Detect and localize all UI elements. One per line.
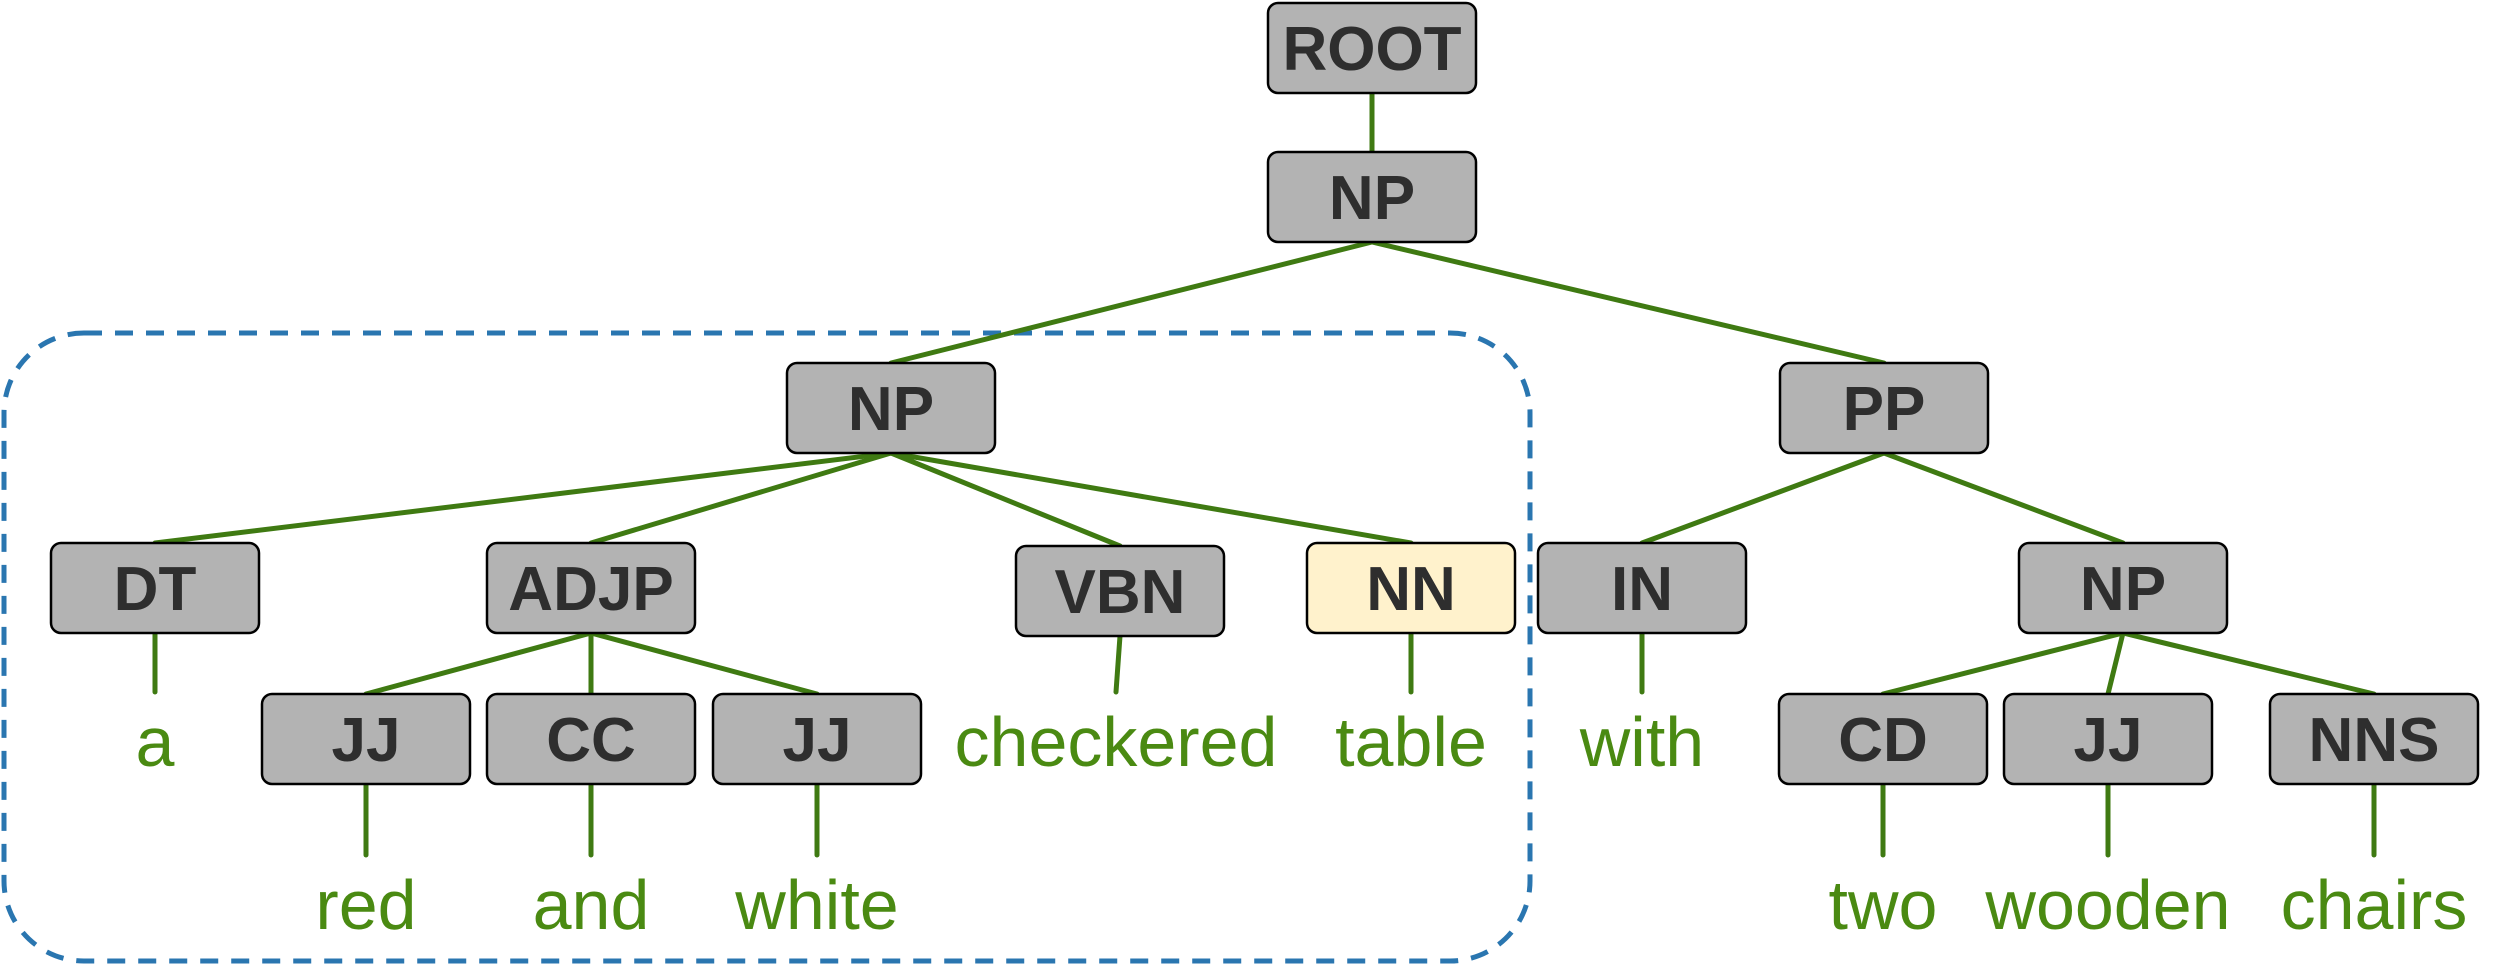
tag-box-pp [1778, 361, 1990, 455]
word-checkered: checkered [955, 703, 1278, 781]
tag-node-in: IN [1536, 541, 1748, 635]
tag-node-jj_white: JJ [711, 692, 923, 786]
edge-np_right-jj_wooden [2105, 630, 2126, 697]
edge-np_left-nn [888, 450, 1414, 546]
tag-label-adjp: ADJP [508, 555, 673, 624]
tag-label-in: IN [1611, 555, 1673, 624]
word-chairs: chairs [2281, 866, 2468, 944]
word-two: two [1829, 866, 1938, 944]
tag-node-nns: NNS [2268, 692, 2480, 786]
tag-box-np_left [785, 361, 997, 455]
tag-node-np_left: NP [785, 361, 997, 455]
tag-label-np_top: NP [1329, 164, 1415, 233]
edge-adjp-jj_red [363, 630, 594, 697]
tag-box-cd [1777, 692, 1989, 786]
edge-np_right-cd [1880, 630, 2126, 697]
tag-label-jj_red: JJ [332, 706, 401, 775]
tag-box-dt [49, 541, 261, 635]
tag-node-jj_wooden: JJ [2002, 692, 2214, 786]
tag-label-cc: CC [546, 706, 636, 775]
tag-node-np_right: NP [2017, 541, 2229, 635]
tag-label-jj_white: JJ [783, 706, 852, 775]
edge-np_top-np_left [888, 239, 1375, 366]
edge-pp-in [1639, 450, 1887, 546]
word-red: red [315, 866, 416, 944]
tag-label-nn: NN [1366, 555, 1456, 624]
tag-node-cc: CC [485, 692, 697, 786]
edge-np_right-nns [2120, 630, 2377, 697]
edge-vbn-w_checkered [1113, 633, 1123, 695]
tree-nodes: ROOT NP NP PP DT ADJP VBN NN IN NP JJ CC JJ CD JJ NNS [49, 1, 2480, 786]
edge-np_left-vbn [888, 450, 1123, 549]
tag-node-cd: CD [1777, 692, 1989, 786]
tag-label-jj_wooden: JJ [2074, 706, 2143, 775]
tag-box-np_right [2017, 541, 2229, 635]
tag-label-pp: PP [1843, 375, 1926, 444]
edge-np_left-adjp [588, 450, 894, 546]
tag-box-root [1266, 1, 1478, 95]
tag-box-vbn [1014, 544, 1226, 638]
word-white: white [734, 866, 898, 944]
np-subtree-outline [1, 330, 1533, 964]
tag-label-dt: DT [114, 555, 197, 624]
word-wooden: wooden [1984, 866, 2230, 944]
tag-box-nn [1305, 541, 1517, 635]
tag-box-np_top [1266, 150, 1478, 244]
tag-box-jj_red [260, 692, 472, 786]
tag-node-np_top: NP [1266, 150, 1478, 244]
tag-label-np_left: NP [848, 375, 934, 444]
tag-box-adjp [485, 541, 697, 635]
tag-node-root: ROOT [1266, 1, 1478, 95]
edge-pp-np_right [1881, 450, 2126, 546]
word-and: and [533, 866, 650, 944]
tag-label-vbn: VBN [1055, 558, 1186, 627]
tag-label-nns: NNS [2309, 706, 2440, 775]
np-subtree-group [1, 330, 1533, 964]
edge-np_left-dt [152, 450, 894, 546]
tag-node-vbn: VBN [1014, 544, 1226, 638]
tag-box-jj_wooden [2002, 692, 2214, 786]
tree-edges [152, 90, 2377, 858]
word-table: table [1335, 703, 1487, 781]
tag-node-dt: DT [49, 541, 261, 635]
tag-box-nns [2268, 692, 2480, 786]
tag-node-nn: NN [1305, 541, 1517, 635]
word-a: a [136, 703, 175, 781]
edge-adjp-jj_white [588, 630, 820, 697]
tag-box-in [1536, 541, 1748, 635]
tag-node-adjp: ADJP [485, 541, 697, 635]
edge-np_top-pp [1369, 239, 1887, 366]
tag-box-jj_white [711, 692, 923, 786]
tag-node-pp: PP [1778, 361, 1990, 455]
tag-node-jj_red: JJ [260, 692, 472, 786]
tag-label-cd: CD [1838, 706, 1928, 775]
tag-box-cc [485, 692, 697, 786]
tag-label-np_right: NP [2080, 555, 2166, 624]
tag-label-root: ROOT [1282, 15, 1461, 84]
word-with: with [1579, 703, 1704, 781]
